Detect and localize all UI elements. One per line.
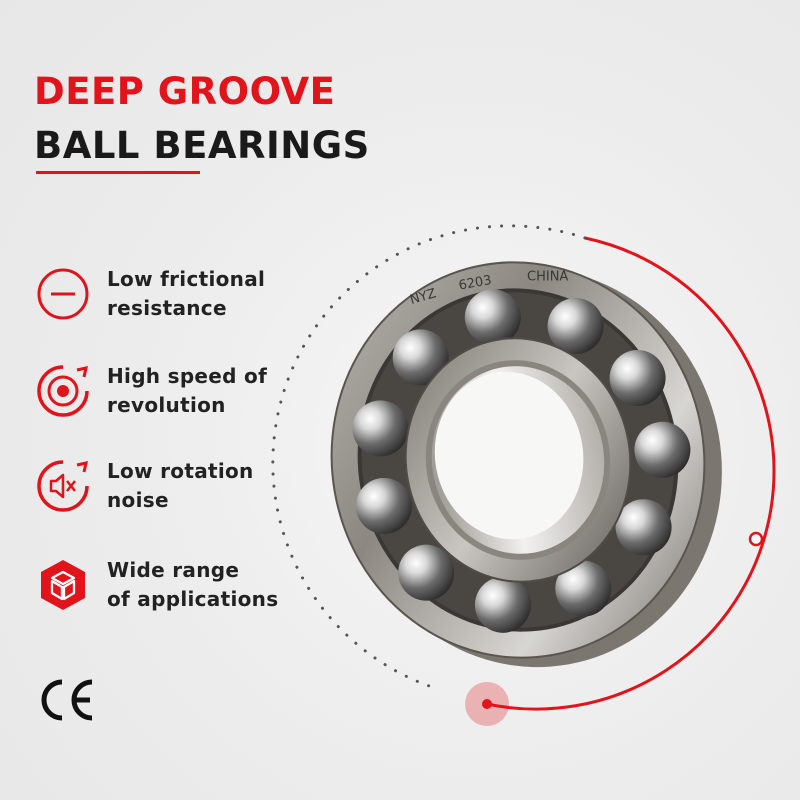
balls: [352, 289, 691, 633]
feature-label: Low rotation noise: [107, 459, 254, 512]
dotted-arc: [271, 224, 587, 690]
minus-circle-icon: [37, 268, 89, 320]
feature-low-friction: Low frictional resistance: [36, 265, 265, 323]
feature-label: Wide range of applications: [107, 558, 279, 611]
ce-mark-icon: [41, 679, 93, 721]
brand-marking: NYZ: [408, 286, 438, 308]
feature-high-speed: High speed of revolution: [36, 362, 267, 420]
feature-label: High speed of revolution: [107, 364, 268, 417]
feature-label: Low frictional resistance: [107, 267, 266, 320]
feature-wide-range: Wide range of applications: [36, 556, 278, 614]
arc-marker: [748, 531, 764, 547]
mute-speaker-icon: [37, 460, 89, 512]
red-arc: [486, 236, 776, 711]
origin-marking: CHINA: [527, 270, 568, 285]
cube-icon: [41, 560, 85, 610]
feature-low-noise: Low rotation noise: [36, 457, 254, 515]
model-marking: 6203: [458, 273, 493, 294]
speed-target-icon: [37, 365, 89, 417]
title-line-2: BALL BEARINGS: [34, 124, 370, 167]
title-underline: [36, 171, 200, 174]
title-line-1: DEEP GROOVE: [34, 70, 336, 113]
end-dot: [482, 699, 492, 709]
